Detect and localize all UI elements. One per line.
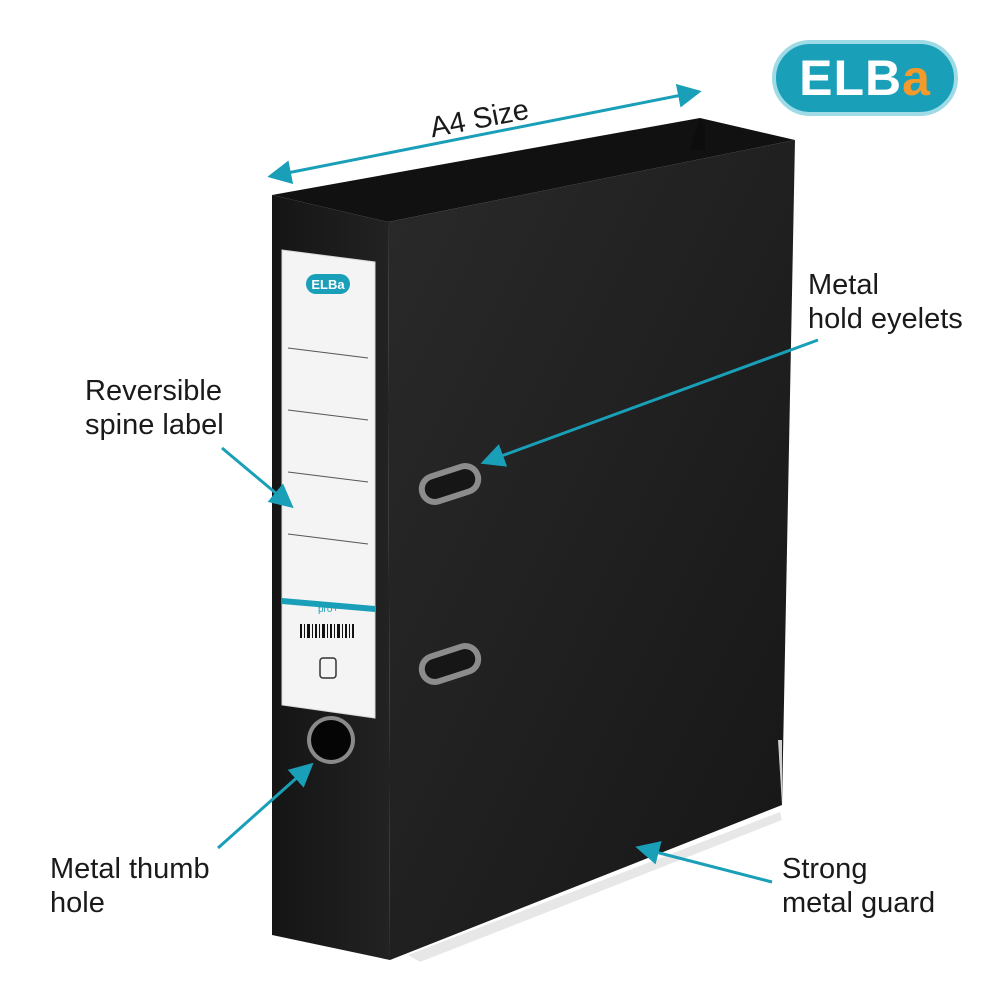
- callout-eyelets-line2: hold eyelets: [808, 303, 963, 335]
- callout-guard-line1: Strong: [782, 853, 868, 885]
- brand-logo-text: ELBa: [799, 50, 931, 106]
- spine-writing-line: [287, 347, 369, 359]
- binder-front-cover: [388, 140, 795, 960]
- callout-thumb-hole: Metal thumb hole: [50, 852, 210, 920]
- guard-pointer: [635, 841, 773, 884]
- metal-guard: [408, 812, 782, 962]
- callout-guard-line2: metal guard: [782, 887, 936, 919]
- spine-accent-band: [282, 598, 375, 612]
- recycle-icon: [319, 657, 337, 679]
- eyelet-lower: [418, 643, 482, 685]
- spine-label: ELBa pro+: [281, 249, 376, 719]
- callout-spine-label: Reversible spine label: [85, 374, 224, 442]
- callout-spine-label-line2: spine label: [85, 409, 224, 441]
- callout-thumb-hole-line1: Metal thumb: [50, 853, 210, 885]
- spine-label-pointer: [221, 446, 294, 509]
- callout-eyelets-line1: Metal: [808, 269, 879, 301]
- thumb-hole: [307, 716, 355, 764]
- callout-eyelets: Metal hold eyelets: [808, 268, 963, 336]
- spine-writing-line: [287, 471, 369, 483]
- callout-thumb-hole-line2: hole: [50, 887, 105, 919]
- thumb-hole-pointer: [217, 762, 314, 850]
- eyelets-pointer: [480, 338, 819, 467]
- spine-logo: [306, 274, 350, 294]
- dimension-label: A4 Size: [427, 94, 531, 144]
- dimension-arrow: [267, 83, 702, 185]
- spine-logo-text: ELBa: [311, 277, 345, 292]
- spine-writing-line: [287, 409, 369, 421]
- eyelet-upper: [418, 463, 482, 505]
- callout-spine-label-line1: Reversible: [85, 375, 222, 407]
- spine-writing-line: [287, 533, 369, 545]
- barcode: [300, 624, 354, 638]
- brand-logo: ELBa: [772, 40, 958, 116]
- spine-pro-label: pro+: [318, 604, 338, 615]
- callout-guard: Strong metal guard: [782, 852, 935, 920]
- binder-page-edge: [778, 740, 782, 805]
